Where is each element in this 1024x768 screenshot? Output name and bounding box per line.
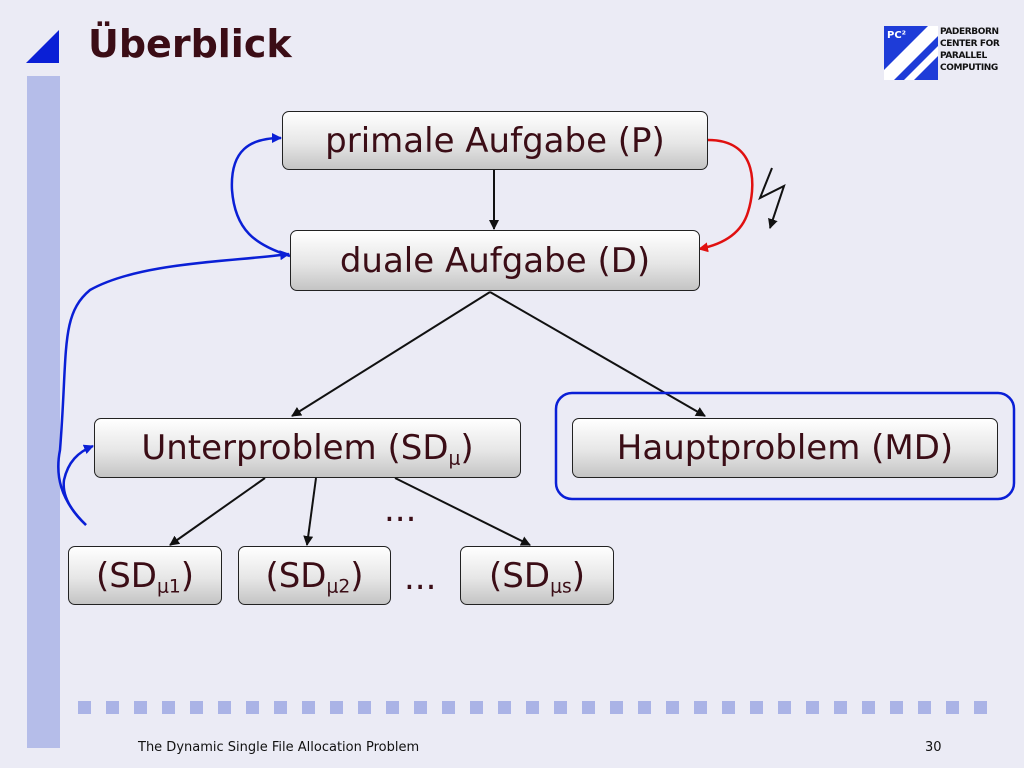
decorative-square bbox=[806, 701, 819, 714]
decorative-square bbox=[470, 701, 483, 714]
pc2-logo-icon: PC² bbox=[884, 26, 938, 80]
decorative-square bbox=[330, 701, 343, 714]
logo-badge: PC² bbox=[887, 30, 906, 41]
decorative-square bbox=[162, 701, 175, 714]
decorative-square bbox=[582, 701, 595, 714]
decorative-square bbox=[134, 701, 147, 714]
decorative-square bbox=[750, 701, 763, 714]
node-sds-label: (SDμs) bbox=[489, 556, 585, 596]
decorative-square bbox=[106, 701, 119, 714]
decorative-square bbox=[666, 701, 679, 714]
decorative-square bbox=[694, 701, 707, 714]
sd2-subscript: μ2 bbox=[326, 576, 351, 598]
master-highlight-frame bbox=[554, 391, 1016, 501]
node-dual: duale Aufgabe (D) bbox=[290, 230, 700, 291]
decorative-square bbox=[946, 701, 959, 714]
decorative-square bbox=[190, 701, 203, 714]
subproblem-subscript: μ bbox=[448, 448, 461, 470]
arrow-blue-dual-to-primal bbox=[230, 133, 291, 258]
decorative-square bbox=[358, 701, 371, 714]
sd2-close: ) bbox=[350, 555, 364, 596]
sd1-subscript: μ1 bbox=[156, 576, 181, 598]
arrow-blue-to-dual bbox=[57, 250, 290, 526]
arrow-sub-to-sds bbox=[394, 477, 531, 546]
decorative-square bbox=[554, 701, 567, 714]
logo-wordmark: PADERBORN CENTER FOR PARALLEL COMPUTING bbox=[940, 26, 1000, 74]
logo-line: PARALLEL bbox=[940, 51, 987, 61]
node-subproblem: Unterproblem (SDμ) bbox=[94, 418, 521, 478]
node-dual-label: duale Aufgabe (D) bbox=[339, 240, 651, 281]
sd2-text: (SD bbox=[265, 555, 327, 596]
node-sd2: (SDμ2) bbox=[238, 546, 391, 605]
node-subproblem-label: Unterproblem (SDμ) bbox=[141, 428, 473, 468]
page-number: 30 bbox=[925, 740, 942, 755]
footer-title: The Dynamic Single File Allocation Probl… bbox=[138, 740, 420, 755]
sds-text: (SD bbox=[489, 555, 551, 596]
sd1-close: ) bbox=[180, 555, 195, 596]
logo-line: CENTER FOR bbox=[940, 39, 1000, 49]
decorative-square bbox=[722, 701, 735, 714]
decorative-square bbox=[414, 701, 427, 714]
node-primal: primale Aufgabe (P) bbox=[282, 111, 708, 170]
sidebar-bar bbox=[27, 76, 60, 748]
decorative-square bbox=[498, 701, 511, 714]
decorative-square bbox=[778, 701, 791, 714]
arrow-dual-to-master bbox=[489, 291, 706, 417]
logo-line: COMPUTING bbox=[940, 63, 998, 73]
node-sd1: (SDμ1) bbox=[68, 546, 222, 605]
node-master: Hauptproblem (MD) bbox=[572, 418, 998, 478]
node-sd1-label: (SDμ1) bbox=[96, 556, 194, 596]
decorative-square bbox=[918, 701, 931, 714]
sds-subscript: μs bbox=[550, 576, 572, 598]
decorative-square bbox=[218, 701, 231, 714]
node-master-label: Hauptproblem (MD) bbox=[616, 428, 954, 468]
decorative-square bbox=[974, 701, 987, 714]
slide-title: Überblick bbox=[88, 22, 292, 66]
sds-close: ) bbox=[571, 555, 585, 596]
node-primal-label: primale Aufgabe (P) bbox=[325, 120, 665, 161]
node-sd2-label: (SDμ2) bbox=[265, 556, 363, 596]
decorative-square-row bbox=[78, 701, 1002, 715]
ellipsis-inline: ... bbox=[404, 558, 437, 598]
arrow-sub-to-sd1 bbox=[169, 477, 266, 546]
decorative-square bbox=[862, 701, 875, 714]
decorative-square bbox=[274, 701, 287, 714]
logo-line: PADERBORN bbox=[940, 27, 999, 37]
node-sds: (SDμs) bbox=[460, 546, 614, 605]
subproblem-text: Unterproblem (SD bbox=[141, 428, 449, 468]
subproblem-close: ) bbox=[460, 428, 474, 468]
decorative-square bbox=[302, 701, 315, 714]
arrow-blue-to-sub bbox=[62, 444, 94, 526]
decorative-square bbox=[442, 701, 455, 714]
decorative-square bbox=[386, 701, 399, 714]
decorative-square bbox=[526, 701, 539, 714]
ellipsis-top: ... bbox=[384, 490, 417, 530]
decorative-square bbox=[638, 701, 651, 714]
corner-triangle-icon bbox=[26, 30, 59, 63]
sd1-text: (SD bbox=[95, 555, 157, 596]
lightning-icon bbox=[758, 167, 786, 229]
decorative-square bbox=[610, 701, 623, 714]
decorative-square bbox=[78, 701, 91, 714]
arrow-red-contradiction bbox=[698, 138, 754, 253]
decorative-square bbox=[834, 701, 847, 714]
arrow-dual-to-sub bbox=[291, 291, 491, 417]
decorative-square bbox=[246, 701, 259, 714]
decorative-square bbox=[890, 701, 903, 714]
arrow-sub-to-sd2 bbox=[303, 477, 317, 546]
